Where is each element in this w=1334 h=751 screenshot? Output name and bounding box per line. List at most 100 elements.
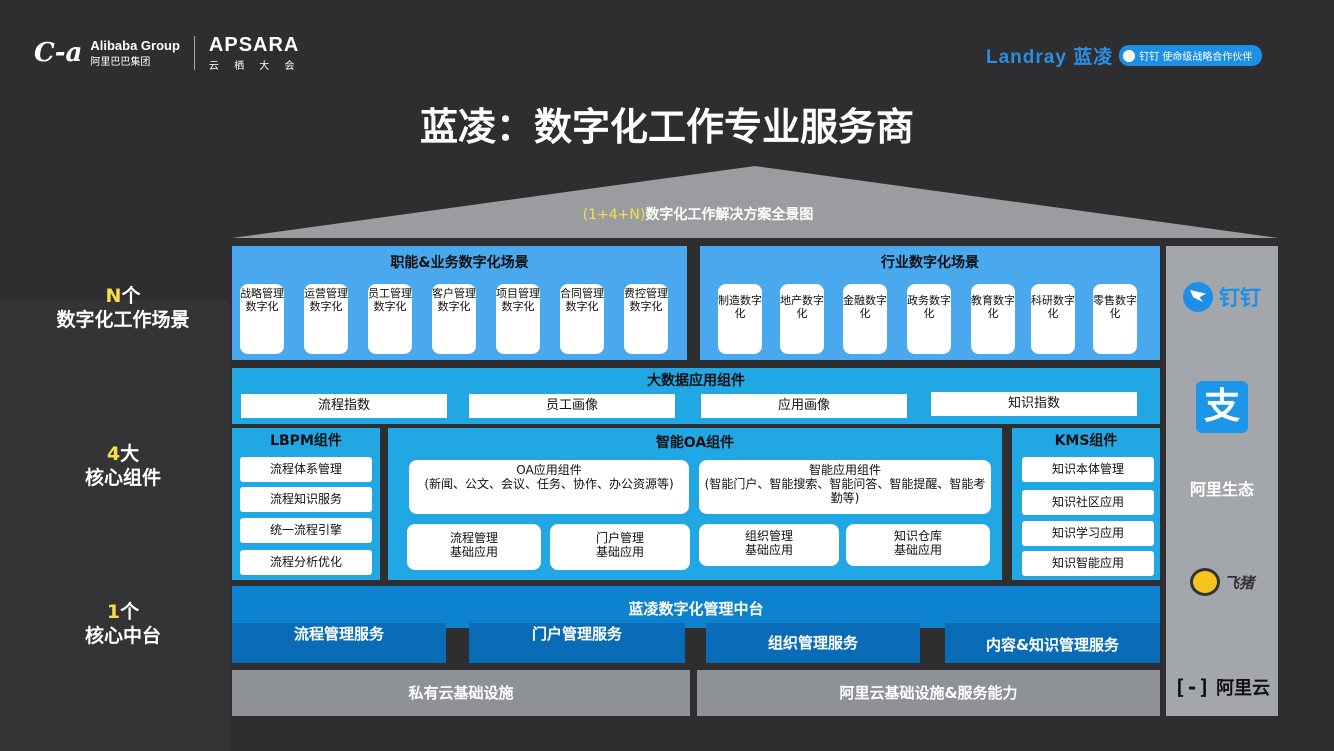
dingtalk-partner-text: 钉钉 使命级战略合作伙伴 [1139,52,1253,63]
aliyun-bracket-icon: [-] [1173,675,1211,699]
roof-shape [232,166,1278,238]
lbpm-panel: LBPM组件 流程体系管理 流程知识服务 统一流程引擎 流程分析优化 [232,428,380,580]
platform-service[interactable]: 组织管理服务 [706,623,920,663]
kms-item[interactable]: 知识学习应用 [1022,521,1154,546]
fliggy-text: 飞猪 [1223,573,1254,592]
platform-service[interactable]: 流程管理服务 [232,623,446,663]
label-1-unit: 个 [120,601,140,623]
industry-card[interactable]: 政务数字化 [907,284,951,354]
industry-card[interactable]: 零售数字化 [1093,284,1137,354]
industry-card[interactable]: 教育数字化 [971,284,1015,354]
oa-app-card[interactable]: OA应用组件 (新闻、公文、会议、任务、协作、办公资源等) [409,460,689,514]
label-n-unit: 个 [121,285,141,307]
alibaba-brand: Alibaba Group [90,38,180,53]
scene-card[interactable]: 员工管理数字化 [368,284,412,354]
label-n-desc: 数字化工作场景 [56,309,190,331]
bigdata-title: 大数据应用组件 [647,373,745,389]
dingtalk-icon [1183,282,1213,312]
aliyun-text: 阿里云 [1216,678,1271,699]
kms-item[interactable]: 知识社区应用 [1022,490,1154,515]
bigdata-item[interactable]: 应用画像 [701,394,907,418]
oa-smart-card[interactable]: 智能应用组件 (智能门户、智能搜索、智能问答、智能提醒、智能考勤等) [699,460,991,514]
industry-card[interactable]: 科研数字化 [1031,284,1075,354]
alipay-icon[interactable]: 支 [1196,381,1248,433]
kms-item[interactable]: 知识智能应用 [1022,551,1154,576]
aliyun-logo[interactable]: [-] 阿里云 [1166,674,1278,700]
apsara-cn: 云 栖 大 会 [208,61,301,72]
lbpm-item[interactable]: 流程知识服务 [240,487,372,512]
roof-label: (1+4+N)数字化工作解决方案全景图 [232,204,1164,224]
scene-card[interactable]: 项目管理数字化 [496,284,540,354]
scene-card[interactable]: 运营管理数字化 [304,284,348,354]
dingtalk-icon [1123,49,1136,62]
label-1-num: 1 [106,601,121,623]
service-gap [446,628,469,663]
kms-panel: KMS组件 知识本体管理 知识社区应用 知识学习应用 知识智能应用 [1012,428,1160,580]
alibaba-mark-icon: C-a [34,38,83,68]
bigdata-item[interactable]: 流程指数 [241,394,447,418]
bigdata-item[interactable]: 员工画像 [469,394,675,418]
platform-service[interactable]: 内容&知识管理服务 [945,623,1160,663]
lbpm-item[interactable]: 流程分析优化 [240,550,372,575]
scene-card[interactable]: 战略管理数字化 [240,284,284,354]
ecosystem-panel [1166,246,1278,716]
industry-card[interactable]: 制造数字化 [718,284,762,354]
label-4-num: 4 [106,443,121,465]
scene-card[interactable]: 客户管理数字化 [432,284,476,354]
platform-service[interactable]: 门户管理服务 [469,623,685,663]
alibaba-logo: C-a Alibaba Group 阿里巴巴集团 APSARA 云 栖 大 会 [34,34,300,72]
label-n-num: N [105,285,122,307]
business-scenes-title: 职能&业务数字化场景 [390,255,529,271]
dingtalk-partner-badge: 钉钉 使命级战略合作伙伴 [1119,45,1263,66]
oa-smart-title: 智能应用组件 [808,463,881,477]
label-4-unit: 大 [120,443,140,465]
private-cloud-bar: 私有云基础设施 [232,670,690,716]
kms-item[interactable]: 知识本体管理 [1022,457,1154,482]
roof-text: 数字化工作解决方案全景图 [645,207,814,223]
business-scenes-panel: 职能&业务数字化场景 战略管理数字化 运营管理数字化 员工管理数字化 客户管理数… [232,246,687,360]
oa-title: 智能OA组件 [655,435,735,451]
alibaba-cn: 阿里巴巴集团 [90,57,151,68]
label-n-scenes: N个 数字化工作场景 [40,284,206,332]
service-gap [920,628,945,663]
ecosystem-title: 阿里生态 [1189,480,1254,499]
industry-card[interactable]: 地产数字化 [780,284,824,354]
oa-panel: 智能OA组件 OA应用组件 (新闻、公文、会议、任务、协作、办公资源等) 智能应… [388,428,1002,580]
label-4-desc: 核心组件 [84,467,161,489]
industry-scenes-panel: 行业数字化场景 制造数字化 地产数字化 金融数字化 政务数字化 教育数字化 科研… [700,246,1160,360]
service-gap [685,628,706,663]
aliyun-infra-bar: 阿里云基础设施&服务能力 [697,670,1160,716]
lbpm-item[interactable]: 流程体系管理 [240,457,372,482]
landray-logo: Landray 蓝凌 钉钉 使命级战略合作伙伴 [986,42,1263,69]
apsara-brand: APSARA [208,34,300,56]
bigdata-panel: 大数据应用组件 流程指数 员工画像 应用画像 知识指数 [232,368,1160,424]
oa-app-desc: (新闻、公文、会议、任务、协作、办公资源等) [424,477,674,491]
oa-app-title: OA应用组件 [516,463,582,477]
oa-basic-card[interactable]: 组织管理 基础应用 [699,524,839,566]
dingtalk-logo[interactable]: 钉钉 [1166,282,1278,312]
landray-brand: Landray 蓝凌 [986,47,1114,68]
label-4-components: 4大 核心组件 [40,442,206,490]
fliggy-logo[interactable]: 飞猪 [1166,568,1278,596]
logo-divider [193,36,195,70]
fliggy-icon [1189,568,1220,596]
industry-scenes-title: 行业数字化场景 [881,255,979,271]
scene-card[interactable]: 合同管理数字化 [560,284,604,354]
page-title: 蓝凌：数字化工作专业服务商 [419,105,914,149]
lbpm-item[interactable]: 统一流程引擎 [240,518,372,543]
kms-title: KMS组件 [1054,433,1118,449]
background-shape [0,300,230,751]
platform-title: 蓝凌数字化管理中台 [628,600,764,618]
oa-smart-desc: (智能门户、智能搜索、智能问答、智能提醒、智能考勤等) [704,477,986,505]
roof-prefix: (1+4+N) [582,207,646,223]
lbpm-title: LBPM组件 [270,433,342,449]
oa-basic-card[interactable]: 门户管理 基础应用 [550,524,690,570]
industry-card[interactable]: 金融数字化 [843,284,887,354]
bigdata-item[interactable]: 知识指数 [931,392,1137,416]
oa-basic-card[interactable]: 流程管理 基础应用 [407,524,541,570]
label-1-desc: 核心中台 [84,625,161,647]
label-1-platform: 1个 核心中台 [40,600,206,648]
oa-basic-card[interactable]: 知识仓库 基础应用 [846,524,990,566]
dingtalk-text: 钉钉 [1219,286,1261,310]
scene-card[interactable]: 费控管理数字化 [624,284,668,354]
